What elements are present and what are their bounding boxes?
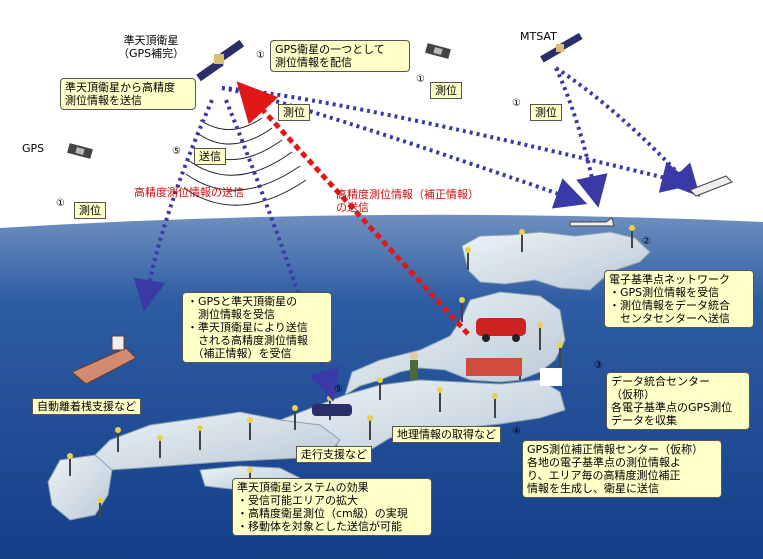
callout-effects: 準天頂衛星システムの効果 ・受信可能エリアの拡大 ・高精度衛星測位（cm級）の実… [232,478,432,536]
qzss-satellite-icon [196,39,245,82]
callout-gps-as-satellite: GPS衛星の一つとして 測位情報を配信 [270,40,410,72]
num-1-top: ① [256,50,265,61]
num-5-bottom: ⑤ [334,384,343,395]
hokkaido [461,231,651,291]
num-1-right: ① [416,74,425,85]
gps-label: GPS [22,142,45,155]
callout-reference-network: 電子基準点ネットワーク ・GPS測位情報を受信 ・測位情報をデータ統合 センタセ… [604,270,754,328]
tag-geo-info: 地理情報の取得など [392,426,501,443]
kyushu [47,454,113,521]
mtsat-label: MTSAT [520,30,557,43]
num-1-mtsat: ① [512,98,521,109]
red-correction-arrow [236,81,470,336]
callout-correction-center: GPS測位補正情報センター（仮称） 各地の電子基準点の測位情報よ り、エリア毎の… [522,440,722,498]
qzss-label: 準天頂衛星 （GPS補完） [118,34,185,60]
num-3: ③ [594,360,603,371]
ship-icon [71,335,137,385]
tag-sokui-left: 測位 [74,202,106,219]
callout-receiver: ・GPSと準天頂衛星の 測位情報を受信 ・準天頂衛星により送信 される高精度測位… [182,292,332,363]
effects-title: 準天頂衛星システムの効果 [237,481,369,494]
tag-soshin: 送信 [194,148,226,165]
num-4: ④ [512,426,521,437]
reference-stations [69,228,633,518]
small-car-icon [312,404,352,416]
tag-sokui-mtsat: 測位 [530,104,562,121]
mtsat-satellite-icon [540,32,583,63]
tag-sokui-right: 測位 [430,82,462,99]
plane-icon-1 [569,217,615,227]
num-5-top: ⑤ [172,146,181,157]
tag-sokui-center: 測位 [278,104,310,121]
num-1-left: ① [56,198,65,209]
data-center-icon [466,358,562,386]
red-label-transmit: 高精度測位情報の送信 [134,186,244,199]
surveyor-icon [410,352,418,380]
gps-satellite-icon-left [67,143,93,159]
tag-car-support: 走行支援など [296,446,372,463]
car-icon [476,318,526,342]
callout-data-center: データ統合センター （仮称） 各電子基準点のGPS測位 データを収集 [606,372,750,430]
num-2: ② [642,236,651,247]
red-label-correction: 高精度測位情報（補正情報） の送信 [336,188,479,214]
plane-icon-2 [689,175,733,197]
callout-qzss-transmit: 準天頂衛星から高精度 測位情報を送信 [60,78,196,110]
tag-ship-support: 自動離着桟支援など [32,398,141,415]
gps-satellite-icon-right [425,43,451,59]
